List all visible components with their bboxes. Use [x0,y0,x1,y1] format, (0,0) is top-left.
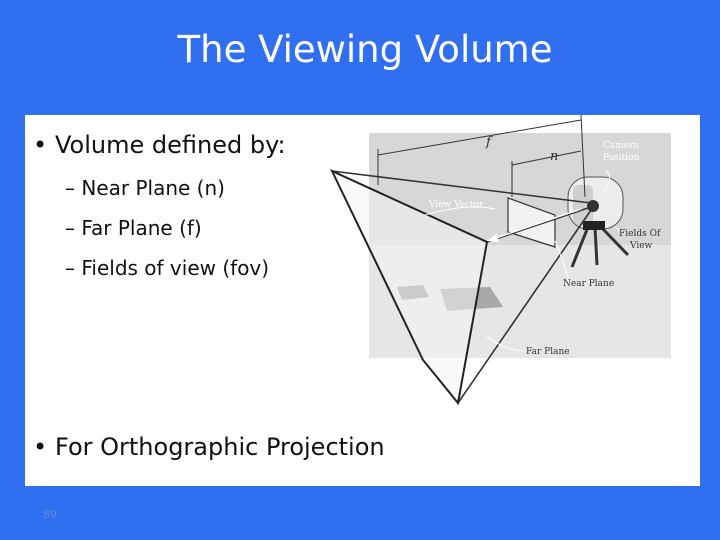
sub-bullet-near-plane: – Near Plane (n) [65,176,225,200]
label-view-vector: View Vector [428,200,484,210]
slide-title: The Viewing Volume [177,28,553,71]
far-plane [329,168,489,406]
bullet-orthographic: •For Orthographic Projection [33,433,385,461]
bullet-text: For Orthographic Projection [55,433,385,461]
label-far-plane: Far Plane [526,347,570,357]
sub-bullet-far-plane: – Far Plane (f) [65,216,202,240]
label-f: f [485,135,493,150]
near-plane-frustum [507,197,556,248]
content-panel: f n Camera Position View Vector Fields O… [25,115,700,486]
bullet-volume-defined: •Volume defined by: [33,131,286,159]
label-n: n [550,149,558,164]
sub-bullet-fov: – Fields of view (fov) [65,256,270,280]
label-camera-line2: Position [603,153,640,163]
label-near-plane: Near Plane [563,279,614,289]
label-fields-line2: View [629,241,653,251]
page-number: 89 [43,508,57,521]
bullet-dot: • [33,131,48,159]
label-fields-line1: Fields Of [619,229,661,239]
viewing-volume-figure: f n Camera Position View Vector Fields O… [329,115,671,406]
label-camera-line1: Camera [603,141,639,151]
bullet-dot: • [33,433,48,461]
dimension-lines [377,115,586,198]
view-vector-arrow [487,208,582,242]
leader-lines [424,169,626,352]
bullet-text: Volume defined by: [55,131,286,159]
